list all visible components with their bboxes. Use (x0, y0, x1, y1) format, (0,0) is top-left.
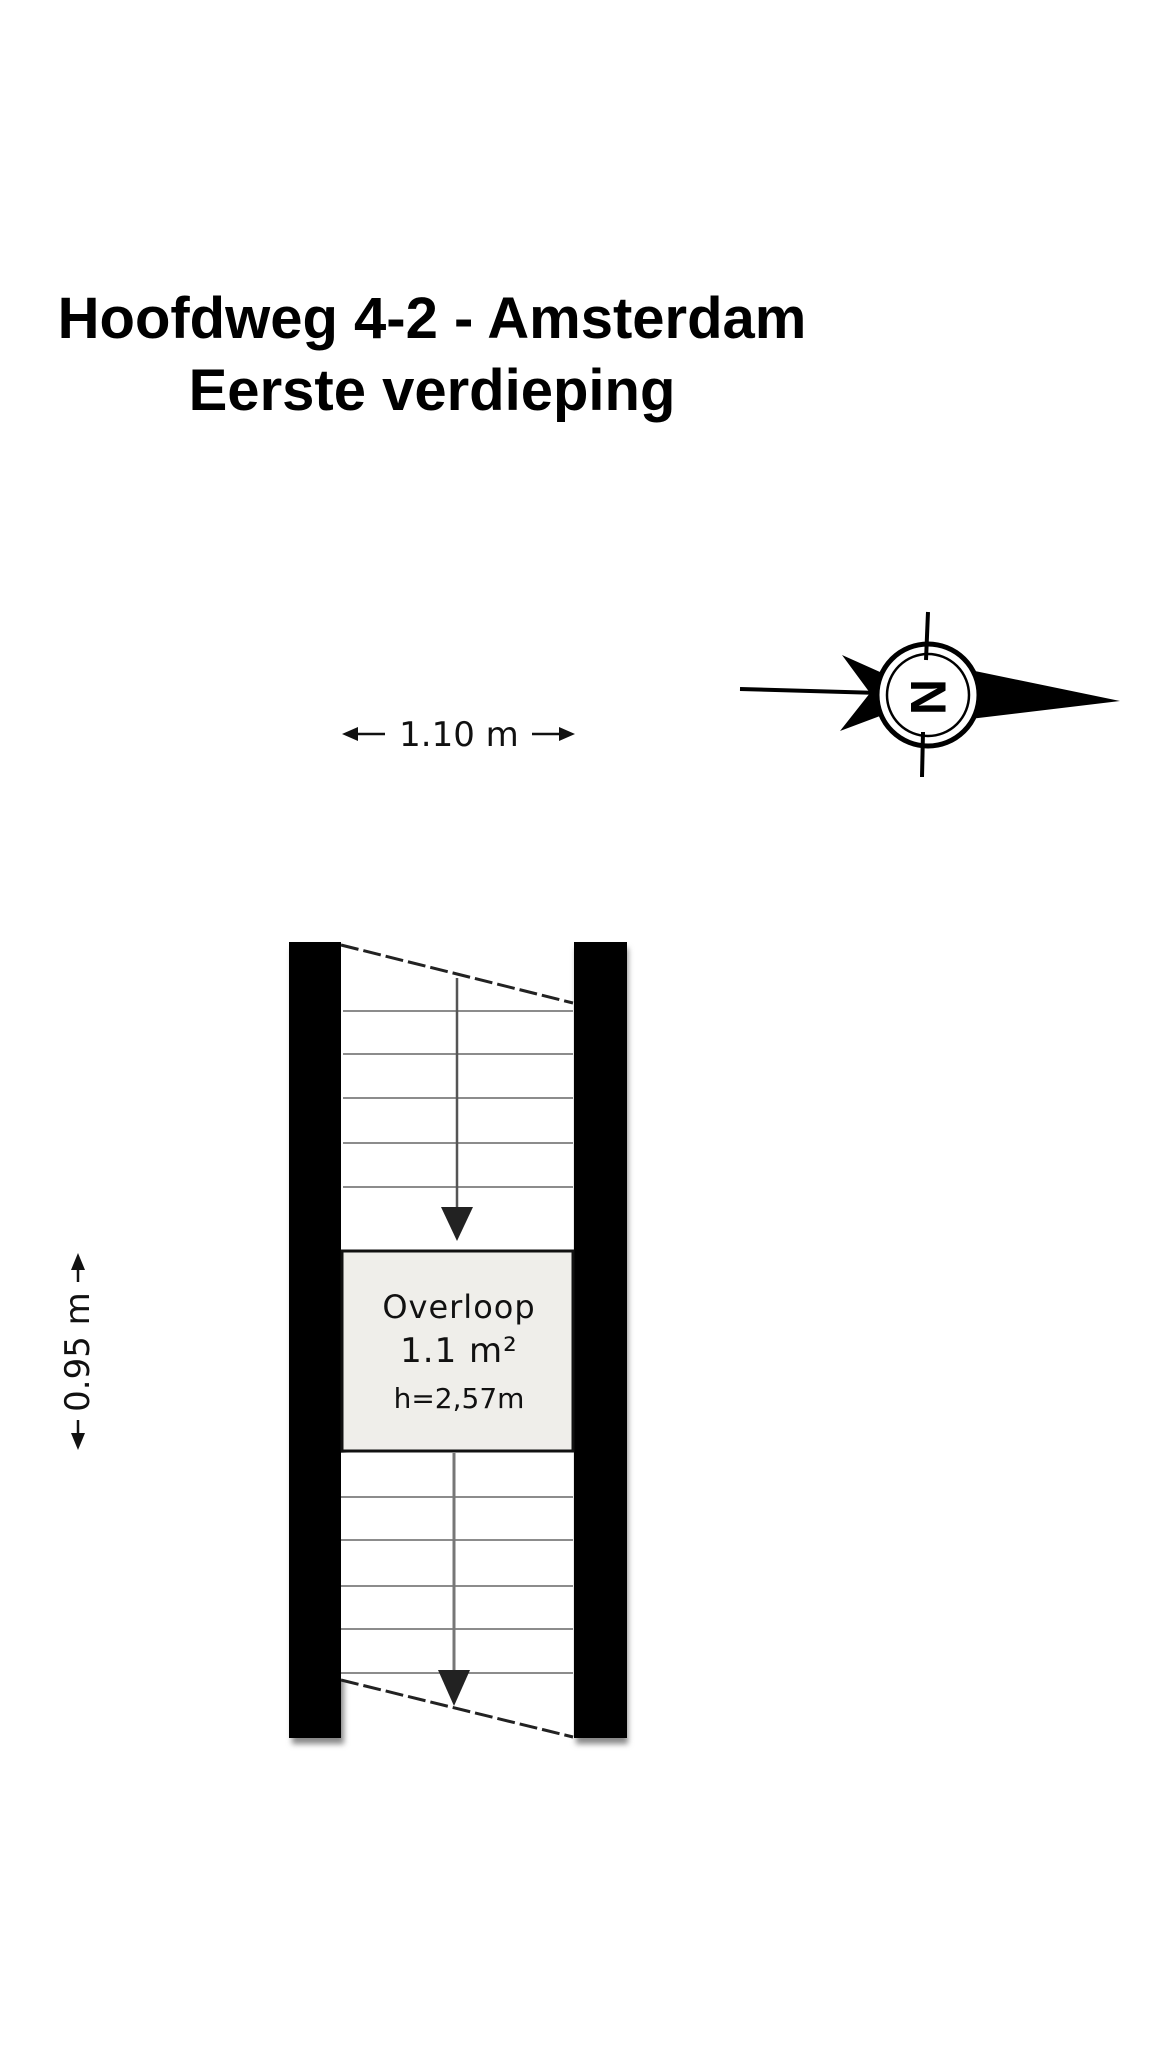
north-arrow-icon: N (739, 611, 1120, 778)
stair-upper (340, 943, 574, 1251)
depth-dimension: 0.95 m (58, 1253, 98, 1450)
width-dimension: 1.10 m (342, 715, 575, 755)
stair-direction-arrow-icon (441, 1207, 473, 1241)
room-area: 1.1 m² (400, 1331, 518, 1371)
width-dimension-label: 1.10 m (399, 715, 519, 755)
stair-lower (340, 1453, 574, 1739)
walls (289, 942, 628, 1744)
depth-dimension-label: 0.95 m (58, 1292, 98, 1412)
plan-title: Hoofdweg 4-2 - Amsterdam (58, 286, 807, 351)
room-name: Overloop (382, 1288, 535, 1326)
room-height: h=2,57m (394, 1382, 525, 1415)
plan-subtitle: Eerste verdieping (189, 358, 676, 423)
room-overloop: Overloop 1.1 m² h=2,57m (340, 1249, 575, 1453)
compass-north-label: N (900, 679, 956, 715)
wall-right (574, 942, 627, 1738)
stair-direction-arrow-icon (438, 1670, 470, 1706)
wall-left (289, 942, 341, 1738)
